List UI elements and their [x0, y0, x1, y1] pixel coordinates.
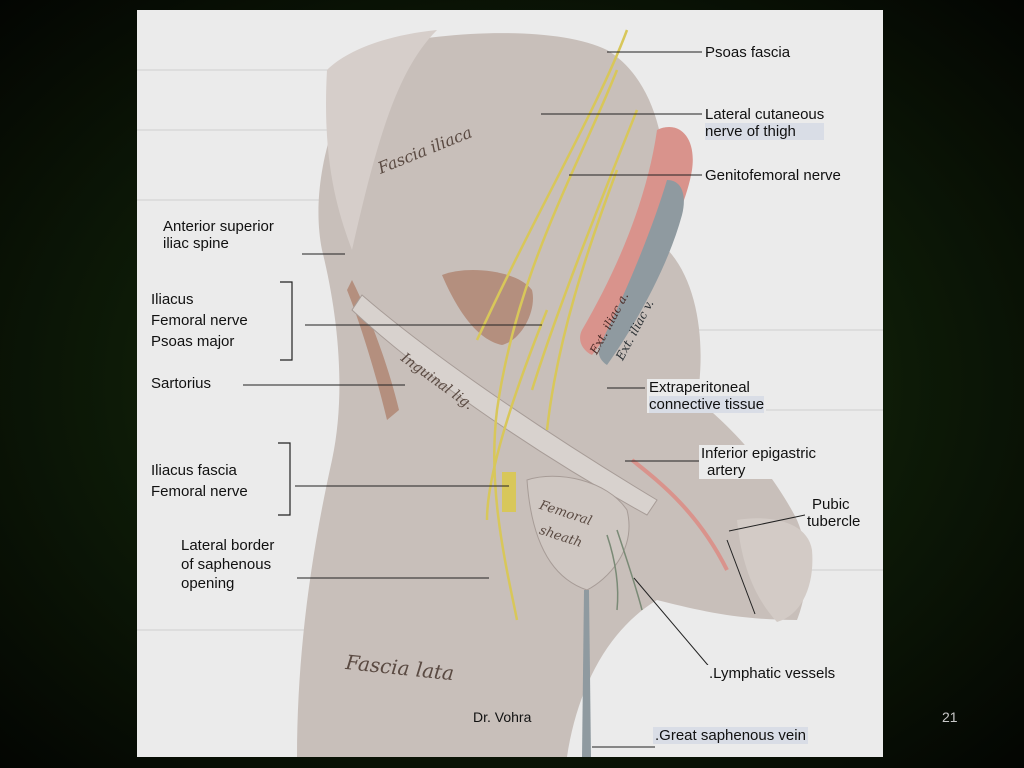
label-line: Femoral nerve	[151, 312, 248, 329]
label-line: tubercle	[807, 513, 861, 530]
anatomy-figure: Fascia iliaca Inguinal lig. Femoral shea…	[137, 10, 883, 757]
label-lymphatic-vessels: .Lymphatic vessels	[707, 665, 838, 682]
label-pubic-tubercle: Pubic tubercle	[805, 496, 863, 530]
label-line: Lateral border	[181, 537, 275, 554]
label-inferior-epigastric: Inferior epigastric artery	[699, 445, 819, 479]
label-great-saphenous-vein: .Great saphenous vein	[653, 727, 808, 744]
label-line: Femoral nerve	[151, 483, 248, 500]
external-iliac-artery	[580, 126, 693, 356]
label-line: nerve of thigh	[705, 123, 825, 140]
label-line: Psoas fascia	[705, 44, 791, 61]
label-lateral-cutaneous-nerve: Lateral cutaneous nerve of thigh	[703, 106, 827, 140]
label-line: artery	[707, 462, 746, 479]
label-line: Iliacus fascia	[151, 462, 237, 479]
pubic-region	[737, 518, 813, 622]
label-asis: Anterior superior iliac spine	[161, 218, 276, 252]
label-line: Anterior superior	[163, 218, 274, 235]
external-iliac-vein	[598, 180, 684, 365]
great-saphenous-vein	[582, 590, 591, 757]
label-line: Lateral cutaneous	[705, 106, 825, 123]
femoral-nerve-lower	[502, 472, 516, 512]
label-line: iliac spine	[163, 235, 229, 252]
nerves	[475, 29, 639, 621]
inguinal-ligament	[351, 294, 658, 516]
label-saphenous-opening: Lateral border of saphenous opening	[179, 536, 277, 593]
leader-lines	[243, 51, 806, 748]
label-line: connective tissue	[649, 396, 765, 413]
label-iliacus-group: Iliacus Femoral nerve Psoas major	[149, 289, 250, 352]
label-line: Inferior epigastric	[701, 445, 817, 462]
anatomy-illustration	[137, 29, 883, 757]
label-psoas-fascia: Psoas fascia	[703, 44, 793, 61]
label-line: Extraperitoneal	[649, 379, 750, 396]
label-line: Psoas major	[151, 333, 235, 350]
label-line: of saphenous	[181, 556, 272, 573]
footer-author: Dr. Vohra	[473, 709, 532, 725]
label-line: .Great saphenous vein	[655, 727, 806, 744]
label-sartorius: Sartorius	[149, 375, 214, 392]
label-line: Genitofemoral nerve	[705, 167, 841, 184]
lymphatic-vessel-lines	[606, 529, 643, 611]
label-line: Iliacus	[151, 291, 194, 308]
label-brackets	[278, 281, 293, 516]
label-line: opening	[181, 575, 235, 592]
page-number: 21	[942, 709, 958, 725]
label-line: Pubic	[812, 496, 850, 513]
femoral-sheath	[526, 475, 630, 591]
label-genitofemoral-nerve: Genitofemoral nerve	[703, 167, 843, 184]
label-line: Sartorius	[151, 375, 212, 392]
label-extraperitoneal: Extraperitoneal connective tissue	[647, 379, 767, 413]
inferior-epigastric-artery	[630, 458, 729, 571]
label-iliacus-fascia-group: Iliacus fascia Femoral nerve	[149, 460, 250, 502]
muscle-window	[442, 270, 533, 345]
label-line: .Lymphatic vessels	[709, 665, 836, 682]
iliac-crest	[326, 30, 437, 250]
